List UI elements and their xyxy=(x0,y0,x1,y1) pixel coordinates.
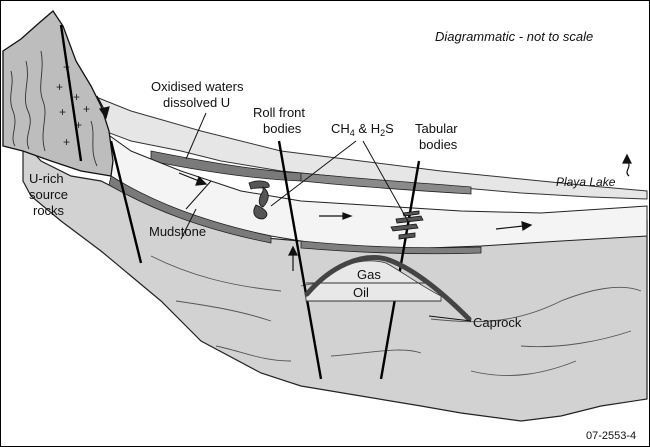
label-ch4-h2s: CH4 & H2S xyxy=(331,121,394,138)
faults xyxy=(59,24,421,380)
mudstone-band-upper-right xyxy=(300,172,472,195)
label-oil: Oil xyxy=(353,285,369,300)
upper-strata xyxy=(80,90,648,200)
label-source: source xyxy=(29,187,68,202)
fault-right xyxy=(379,160,421,380)
label-dissolved-u: dissolved U xyxy=(163,95,230,110)
svg-text:+: + xyxy=(83,102,90,116)
label-playa-lake: Playa Lake xyxy=(556,175,616,189)
label-tabular-bodies: bodies xyxy=(419,137,458,152)
folded-rock-wiggles xyxy=(10,50,98,167)
svg-text:+: + xyxy=(75,118,82,132)
label-rocks: rocks xyxy=(33,203,65,218)
label-mudstone: Mudstone xyxy=(149,224,206,239)
label-u-rich: U-rich xyxy=(29,171,64,186)
roll-front-bodies xyxy=(248,180,270,220)
label-roll-front-bodies: bodies xyxy=(263,121,302,136)
tabular-bodies xyxy=(390,210,424,240)
leader-lines xyxy=(180,112,472,322)
label-oxidised-waters: Oxidised waters xyxy=(151,79,244,94)
figure-id: 07-2553-4 xyxy=(586,430,636,442)
mudstone-band-lower xyxy=(108,175,272,244)
scale-note: Diagrammatic - not to scale xyxy=(435,29,593,44)
svg-text:+: + xyxy=(56,80,63,94)
label-roll-front: Roll front xyxy=(253,105,305,120)
mudstone-band-lower-right xyxy=(300,240,482,255)
caprock-seal xyxy=(304,255,472,322)
label-gas: Gas xyxy=(357,267,381,282)
label-caprock: Caprock xyxy=(473,315,522,330)
basement-strata-lines xyxy=(150,255,642,376)
fault-left xyxy=(109,140,143,264)
svg-text:+: + xyxy=(63,135,70,149)
fault-middle xyxy=(277,140,323,380)
source-rock-mountain xyxy=(2,10,114,177)
flow-arrows xyxy=(96,95,632,271)
label-tabular: Tabular xyxy=(415,121,458,136)
svg-text:+: + xyxy=(73,90,80,104)
svg-text:+: + xyxy=(59,105,66,119)
fault-mountain xyxy=(59,24,83,162)
